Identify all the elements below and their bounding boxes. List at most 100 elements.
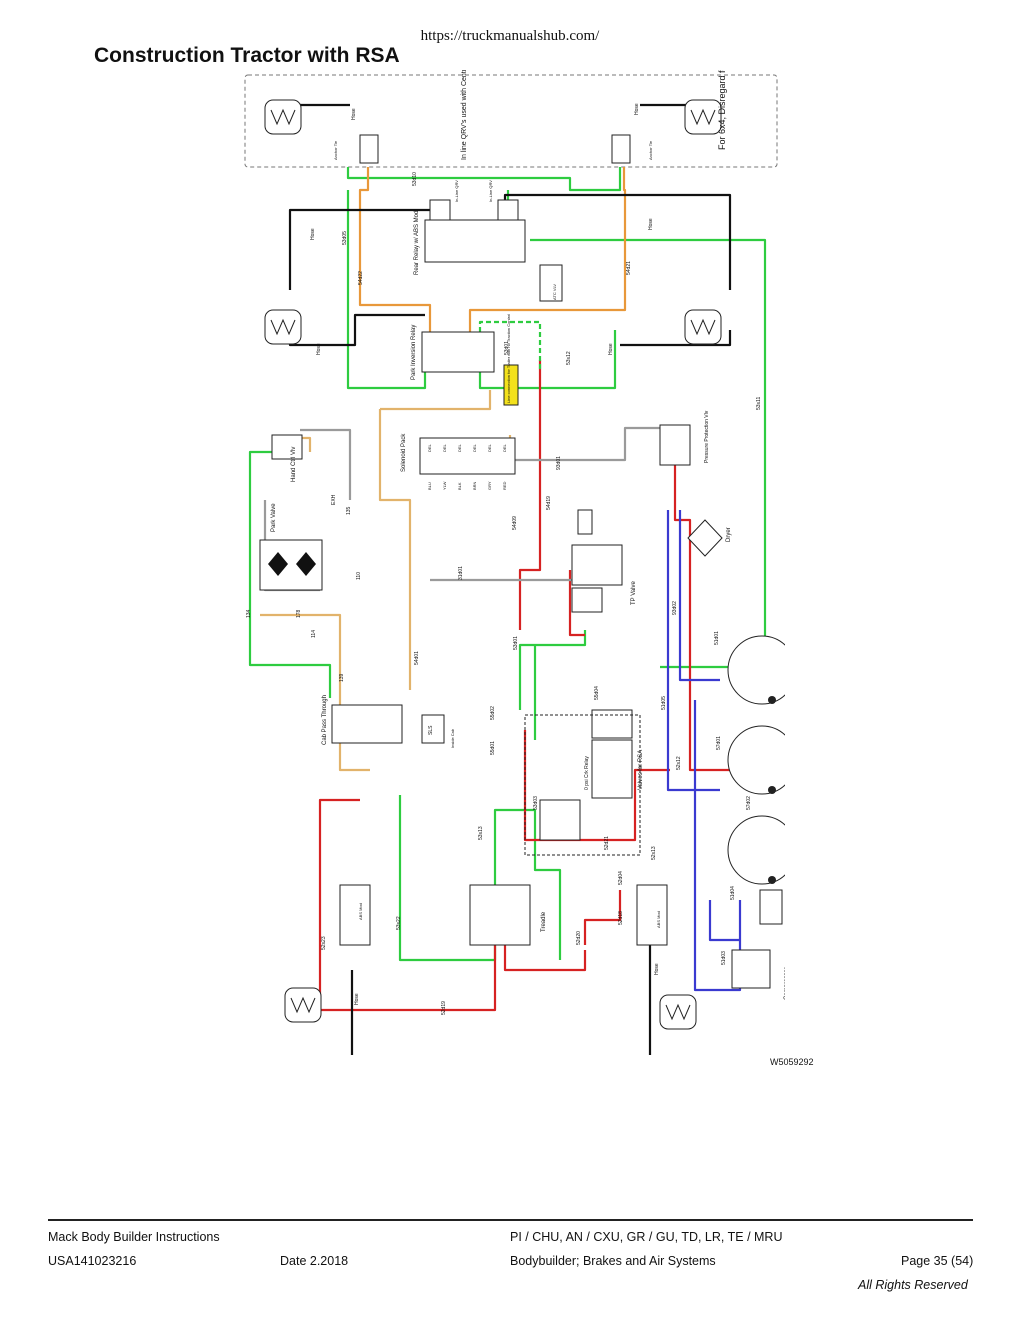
solenoid-del-1: DEL	[427, 443, 432, 452]
line-label-52d20: 52d20	[576, 931, 582, 945]
brake-chamber-mid-left-spring	[270, 318, 296, 336]
solenoid-del-4: DEL	[472, 443, 477, 452]
line-label-114: 114	[311, 630, 317, 638]
tp-valve-lower	[571, 587, 603, 613]
label-inline-qrv-left: In-Line QRV	[454, 180, 459, 202]
line-label-52s13: 52s13	[651, 846, 657, 860]
label-hose-2: Hose	[634, 103, 640, 115]
hand-control-valve	[271, 434, 303, 460]
label-rear-relay: Rear Relay w/ ABS Mod	[414, 211, 420, 275]
label-hose-8: Hose	[654, 963, 660, 975]
wire-blue-2	[678, 510, 720, 682]
line-label-54d09: 54d09	[512, 516, 518, 530]
solenoid-port-4: BRN	[472, 481, 477, 490]
wire-red-bottom	[318, 930, 497, 1012]
line-label-54d22: 54d22	[358, 271, 364, 285]
label-hose-7: Hose	[354, 993, 360, 1005]
air-system-diagram: In line QRV's used with Centrifuge brake…	[244, 70, 785, 1055]
wire-green-dashed	[478, 320, 542, 370]
line-label-EXH: EXH	[331, 494, 337, 505]
source-url[interactable]: https://truckmanualshub.com/	[420, 28, 600, 44]
line-label-54d21: 54d21	[626, 261, 632, 275]
line-label-139: 139	[339, 673, 345, 682]
park-valve-knob-left	[268, 552, 288, 576]
line-label-55d04: 55d04	[594, 686, 600, 700]
wire-gray-handvalve	[300, 428, 352, 500]
line-label-52s12: 52s12	[676, 756, 682, 770]
label-inside-cab: Inside Cab	[450, 728, 455, 748]
rsa-abs	[591, 709, 633, 739]
dryer-icon	[687, 519, 723, 557]
primary-tank	[727, 635, 785, 705]
wire-orange-right	[468, 167, 627, 332]
label-hose-1: Hose	[351, 108, 357, 120]
footer-section: Bodybuilder; Brakes and Air Systems	[510, 1254, 716, 1268]
wire-red-left	[318, 798, 360, 930]
anchor-tie-left	[359, 134, 379, 164]
anchor-tie-right	[611, 134, 631, 164]
line-label-52d19: 52d19	[441, 1001, 447, 1015]
gov	[759, 889, 783, 925]
line-label-53s13: 53s13	[478, 826, 484, 840]
wire-green-right	[530, 238, 767, 645]
treadle-valve	[469, 884, 531, 946]
line-label-53s12: 53s12	[566, 351, 572, 365]
compressor	[731, 949, 771, 989]
label-hose-6: Hose	[648, 218, 654, 230]
line-label-53d01: 53d01	[513, 636, 519, 650]
label-solenoid-pack: Solenoid Pack	[401, 433, 407, 472]
yellow-note: Line connection for Trailer with no Trac…	[506, 314, 511, 403]
line-label-54d01: 54d01	[414, 651, 420, 665]
line-label-55d02: 55d02	[490, 706, 496, 720]
wire-red-pv	[673, 455, 740, 772]
wire-orange-hv	[302, 436, 312, 452]
label-hose-5: Hose	[310, 228, 316, 240]
solenoid-port-1: BLU	[427, 482, 432, 490]
label-pressure-protection: Pressure Protection Vlv	[704, 410, 710, 463]
qrv-tp	[577, 509, 593, 535]
wire-black-right	[503, 193, 732, 290]
line-label-51d03: 51d03	[721, 951, 727, 965]
wire-green-pr	[478, 330, 617, 390]
page-title: Construction Tractor with RSA	[94, 44, 400, 67]
solenoid-del-6: DEL	[502, 443, 507, 452]
solenoid-pack	[419, 437, 516, 475]
footer-rule	[48, 1219, 973, 1221]
label-anchor-tie-right: Anchor Tie	[648, 140, 653, 160]
sls-switch	[421, 714, 445, 744]
label-inline-qrv-right: In-Line QRV	[488, 180, 493, 202]
label-anchor-tie-left: Anchor Tie	[333, 140, 338, 160]
line-label-52d21: 52d21	[604, 836, 610, 850]
wire-red-tp	[568, 570, 585, 637]
wire-green-bottom	[398, 795, 562, 962]
brake-chamber-bottom-right	[659, 994, 697, 1030]
line-label-53d01: 53d01	[504, 341, 510, 355]
wire-blue-1	[666, 510, 720, 792]
line-label-52d18: 52d18	[618, 911, 624, 925]
line-label-52d04: 52d04	[618, 871, 624, 885]
label-atc-vlv: ATC VLV	[552, 284, 557, 300]
brake-chamber-bottom-left-spring	[290, 996, 316, 1014]
line-label-93d01: 93d01	[556, 456, 562, 470]
label-psi-relay: 0 psi Crk Relay	[584, 756, 590, 790]
solenoid-del-5: DEL	[487, 443, 492, 452]
footer-doc-number: USA141023216	[48, 1254, 137, 1268]
cab-pass-through	[331, 704, 403, 744]
line-label-53d05: 53d05	[342, 231, 348, 245]
line-label-31d01: 31d01	[458, 566, 464, 580]
wire-tan-down	[260, 613, 370, 772]
label-abs-mod-right: ABS Mod	[656, 911, 661, 928]
wire-tan-park	[378, 409, 412, 690]
rear-relay	[424, 219, 526, 263]
line-label-54d19: 54d19	[546, 496, 552, 510]
brake-chamber-bottom-left	[284, 987, 322, 1023]
qrv-note: In line QRV's used with Centrifuge brake…	[461, 70, 468, 160]
tp-valve	[571, 544, 623, 586]
solenoid-port-2: YLW	[442, 481, 447, 490]
rsa-relay	[591, 739, 633, 799]
rsa-valve-box	[524, 714, 641, 856]
brake-chamber-top-left	[264, 99, 302, 135]
brake-chamber-top-right-spring	[690, 108, 716, 126]
line-label-53d03: 53d03	[533, 796, 539, 810]
secondary-tank	[727, 725, 785, 795]
